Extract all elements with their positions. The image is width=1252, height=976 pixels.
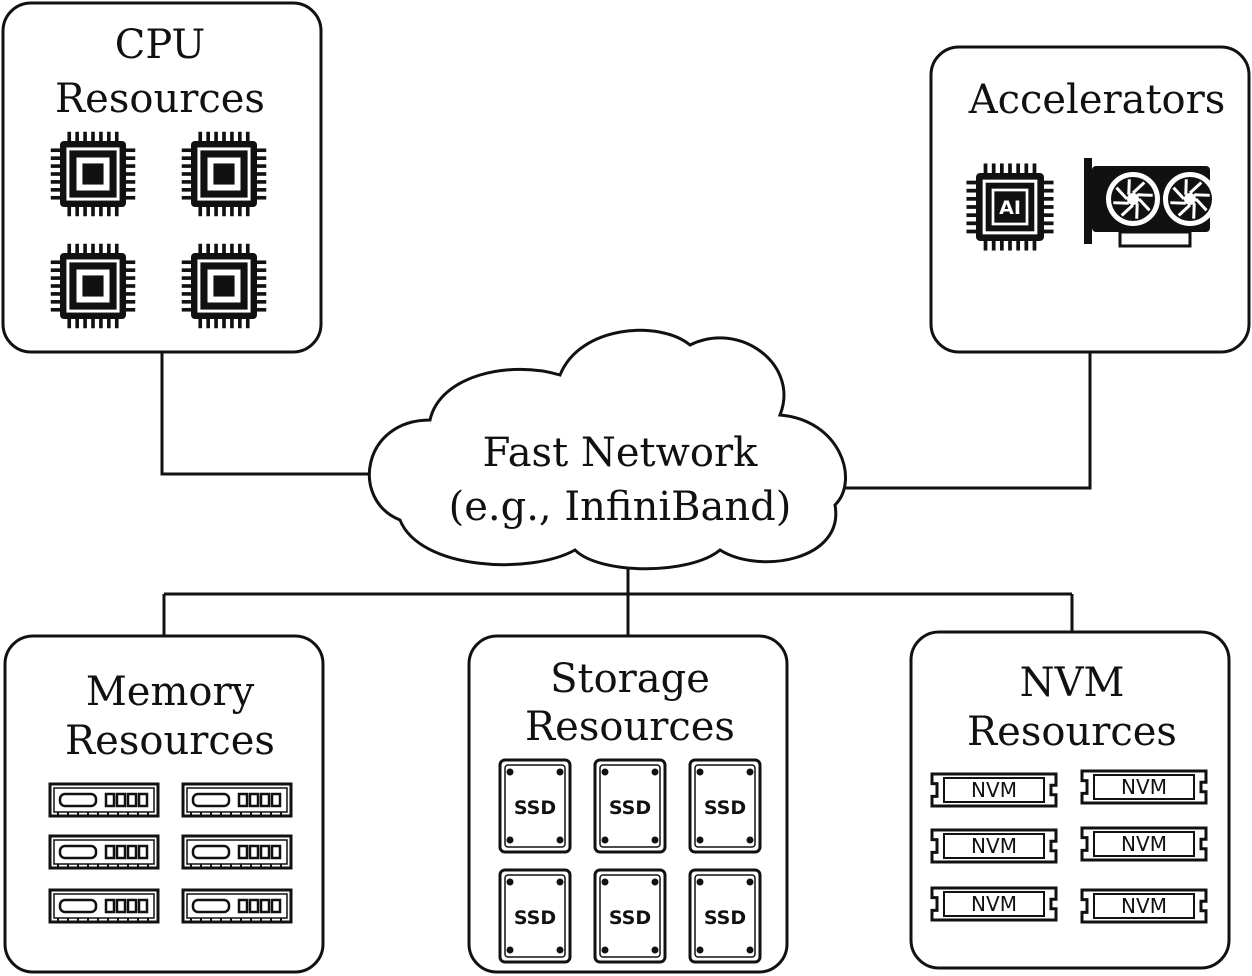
accelerators-title: Accelerators — [968, 77, 1226, 123]
ram-module-icon — [48, 834, 160, 870]
ram-module-grid — [48, 782, 293, 924]
network-label-line2: (e.g., InfiniBand) — [449, 484, 792, 530]
nvm-module-icon: NVM — [1080, 888, 1208, 924]
cpu-chip-icon — [50, 243, 136, 329]
storage-title-line1: Storage — [550, 656, 710, 702]
accelerators-connector — [845, 352, 1092, 490]
ram-module-icon — [48, 888, 160, 924]
cpu-chip-icon — [181, 243, 267, 329]
memory-title-line1: Memory — [86, 669, 255, 715]
ram-module-icon — [181, 888, 293, 924]
ssd-icon: SSD — [688, 868, 762, 964]
ssd-icon: SSD — [498, 758, 572, 854]
ssd-grid: SSD SSD SSD SSD SSD SSD — [498, 758, 762, 964]
gpu-fan-icon — [1106, 172, 1160, 226]
network-label-line1: Fast Network — [483, 430, 758, 476]
network-cloud: Fast Network (e.g., InfiniBand) — [367, 328, 847, 571]
ssd-icon: SSD — [498, 868, 572, 964]
connectors — [160, 352, 1092, 636]
cloud-shape — [367, 328, 847, 571]
nvm-label: NVM — [971, 892, 1017, 916]
storage-resources-box: Storage Resources SSD SSD SSD SSD SSD SSD — [467, 634, 789, 974]
ssd-label: SSD — [609, 797, 651, 819]
cpu-chip-grid — [50, 131, 267, 329]
storage-title-line2: Resources — [525, 704, 735, 750]
ram-module-icon — [181, 834, 293, 870]
nvm-label: NVM — [1121, 832, 1167, 856]
ai-chip-icon: AI — [966, 163, 1054, 251]
nvm-box-frame — [909, 630, 1231, 970]
nvm-label: NVM — [971, 834, 1017, 858]
nvm-module-icon: NVM — [930, 886, 1058, 922]
cpu-chip-icon — [50, 131, 136, 217]
cpu-resources-box: CPU Resources — [1, 1, 323, 354]
gpu-card-icon — [1084, 158, 1217, 248]
ai-chip-label: AI — [999, 197, 1021, 219]
ssd-label: SSD — [514, 907, 556, 929]
ssd-label: SSD — [704, 907, 746, 929]
memory-title-line2: Resources — [65, 718, 275, 764]
nvm-label: NVM — [1121, 894, 1167, 918]
ssd-label: SSD — [704, 797, 746, 819]
ssd-icon: SSD — [593, 868, 667, 964]
cpu-title-line2: Resources — [55, 76, 265, 122]
cpu-title-line1: CPU — [115, 22, 206, 68]
cpu-chip-icon — [181, 131, 267, 217]
nvm-label: NVM — [971, 778, 1017, 802]
nvm-module-icon: NVM — [930, 772, 1058, 808]
nvm-module-grid: NVM NVM NVM NVM NVM NVM — [930, 769, 1208, 924]
memory-box-frame — [3, 634, 325, 974]
ssd-icon: SSD — [688, 758, 762, 854]
nvm-module-icon: NVM — [1080, 826, 1208, 862]
accelerators-box: Accelerators AI — [929, 45, 1251, 354]
ssd-label: SSD — [514, 797, 556, 819]
ssd-icon: SSD — [593, 758, 667, 854]
ram-module-icon — [181, 782, 293, 818]
nvm-resources-box: NVM Resources NVM NVM NVM NVM NVM NVM — [909, 630, 1231, 970]
nvm-label: NVM — [1121, 775, 1167, 799]
nvm-title-line1: NVM — [1020, 660, 1125, 706]
cpu-connector — [160, 352, 380, 476]
gpu-fan-icon — [1163, 172, 1217, 226]
nvm-title-line2: Resources — [967, 709, 1177, 755]
ai-chip: AI — [966, 163, 1054, 251]
nvm-module-icon: NVM — [930, 828, 1058, 864]
nvm-module-icon: NVM — [1080, 769, 1208, 805]
ram-module-icon — [48, 782, 160, 818]
ssd-label: SSD — [609, 907, 651, 929]
memory-resources-box: Memory Resources — [3, 634, 325, 974]
